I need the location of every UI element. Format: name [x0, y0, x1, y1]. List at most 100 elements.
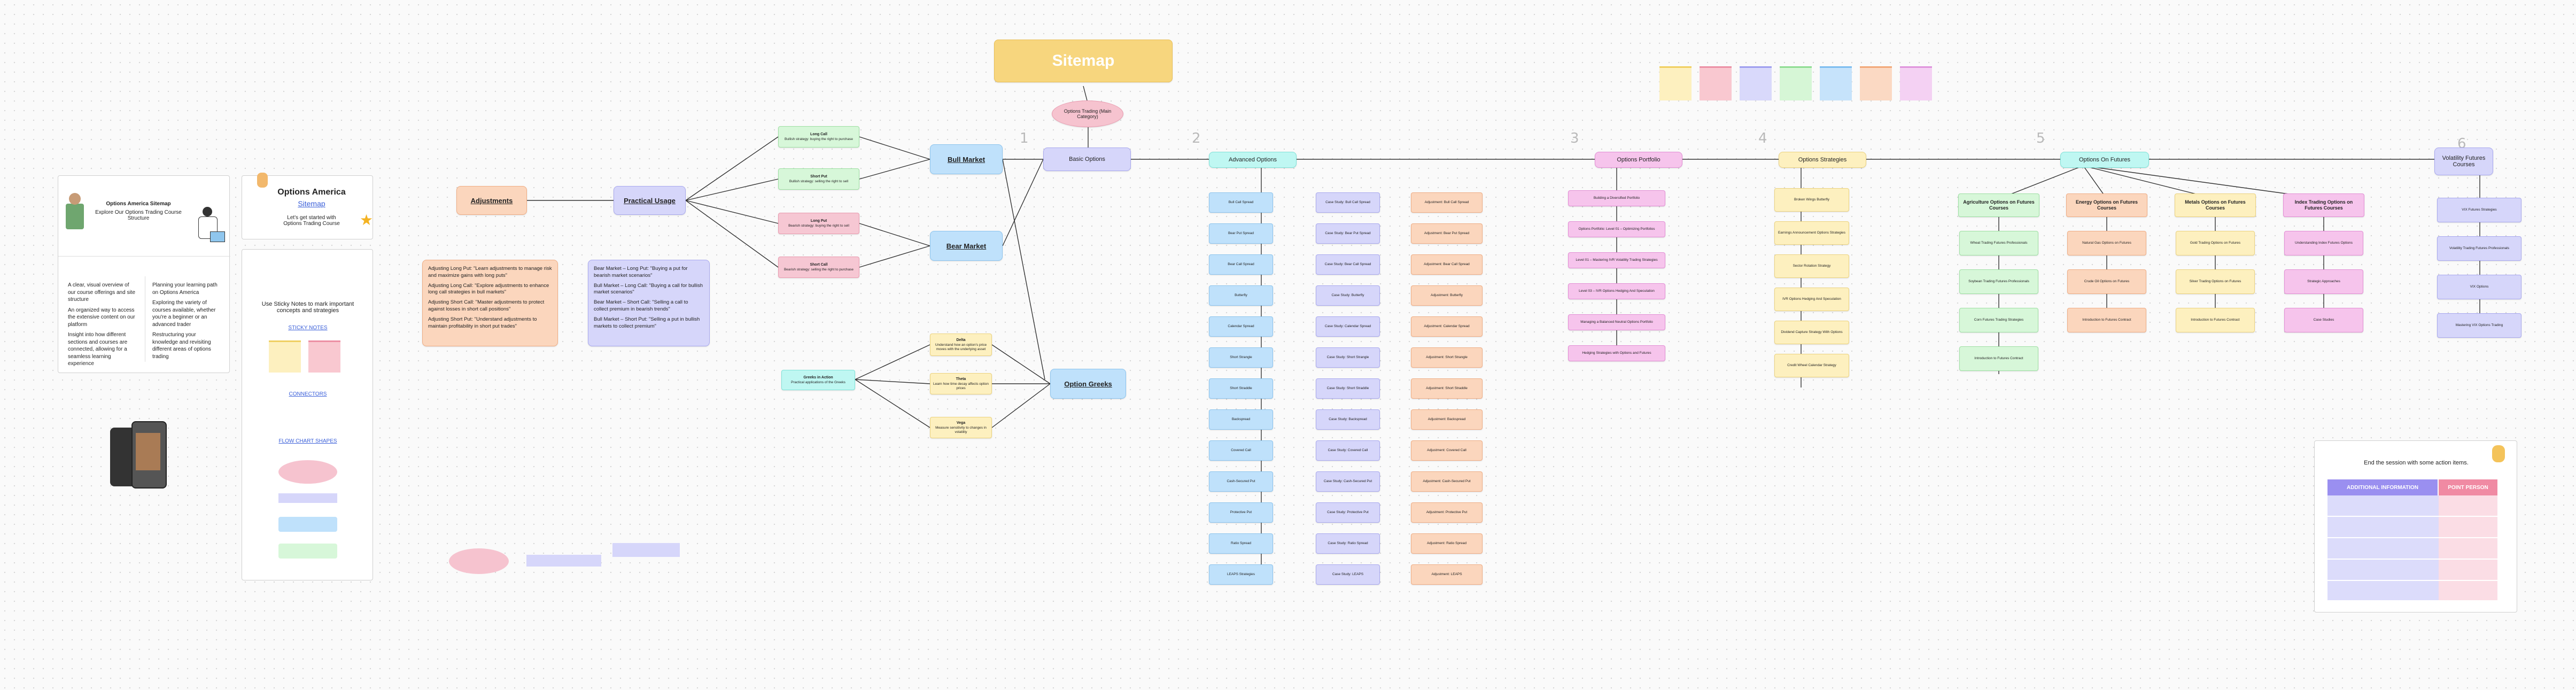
advanced-strategy-node[interactable]: Bear Call Spread	[1209, 254, 1273, 275]
futures-course-node[interactable]: Introduction to Futures Contract	[1959, 346, 2038, 371]
advanced-options-node[interactable]: Advanced Options	[1209, 152, 1297, 168]
adjustments-node[interactable]: Adjustments	[456, 186, 527, 215]
adjustment-node[interactable]: Adjustment: Protective Put	[1411, 502, 1483, 523]
adjustment-node[interactable]: Adjustment: Cash-Secured Put	[1411, 471, 1483, 492]
advanced-strategy-node[interactable]: Protective Put	[1209, 502, 1273, 523]
futures-course-node[interactable]: Strategic Approaches	[2284, 269, 2363, 294]
advanced-strategy-node[interactable]: Ratio Spread	[1209, 533, 1273, 554]
futures-course-node[interactable]: Corn Futures Trading Strategies	[1959, 308, 2038, 332]
advanced-strategy-node[interactable]: Bear Put Spread	[1209, 223, 1273, 244]
rect-shape[interactable]	[278, 544, 337, 559]
advanced-strategy-node[interactable]: Butterfly	[1209, 285, 1273, 306]
advanced-strategy-node[interactable]: Calendar Spread	[1209, 316, 1273, 337]
sticky-note[interactable]	[1780, 66, 1812, 100]
case-study-node[interactable]: Case Study: Backspread	[1316, 409, 1380, 430]
strategy-item-node[interactable]: Credit Wheel Calendar Strategy	[1774, 354, 1849, 377]
adjustment-node[interactable]: Adjustment: Butterfly	[1411, 285, 1483, 306]
sticky-note[interactable]	[1900, 66, 1932, 100]
bull-market-node[interactable]: Bull Market	[930, 144, 1003, 174]
adjustment-node[interactable]: Adjustment: Backspread	[1411, 409, 1483, 430]
case-study-node[interactable]: Case Study: Bear Put Spread	[1316, 223, 1380, 244]
agriculture-futures-node[interactable]: Agriculture Options on Futures Courses	[1958, 193, 2039, 217]
portfolio-item-node[interactable]: Options Portfolio: Level 01 – Optimizing…	[1568, 221, 1665, 237]
case-study-node[interactable]: Case Study: Bull Call Spread	[1316, 192, 1380, 213]
volatility-futures-node[interactable]: Volatility Futures Courses	[2434, 148, 2493, 175]
volatility-item-node[interactable]: Volatility Trading Futures Professionals	[2437, 236, 2521, 261]
advanced-strategy-node[interactable]: Bull Call Spread	[1209, 192, 1273, 213]
case-study-node[interactable]: Case Study: LEAPS	[1316, 564, 1380, 585]
oval-shape[interactable]	[278, 460, 337, 484]
strategy-item-node[interactable]: Broken Wings Butterfly	[1774, 188, 1849, 212]
case-study-node[interactable]: Case Study: Calendar Spread	[1316, 316, 1380, 337]
portfolio-item-node[interactable]: Level 01 – Mastering IVR Volatility Trad…	[1568, 252, 1665, 268]
futures-course-node[interactable]: Introduction to Futures Contract	[2067, 308, 2146, 332]
rect-shape[interactable]	[526, 555, 601, 567]
futures-course-node[interactable]: Natural Gas Options on Futures	[2067, 231, 2146, 255]
rect-shape[interactable]	[278, 493, 337, 503]
option-greeks-node[interactable]: Option Greeks	[1050, 369, 1126, 399]
advanced-strategy-node[interactable]: Short Straddle	[1209, 378, 1273, 399]
advanced-strategy-node[interactable]: LEAPS Strategies	[1209, 564, 1273, 585]
futures-course-node[interactable]: Silver Trading Options on Futures	[2176, 269, 2255, 294]
sticky-note[interactable]	[1700, 66, 1732, 100]
futures-course-node[interactable]: Understanding Index Futures Options	[2284, 231, 2363, 255]
case-study-node[interactable]: Case Study: Cash-Secured Put	[1316, 471, 1380, 492]
adjustment-node[interactable]: Adjustment: Bear Call Spread	[1411, 254, 1483, 275]
volatility-item-node[interactable]: Mastering VIX Options Trading	[2437, 313, 2521, 338]
adjustment-node[interactable]: Adjustment: Short Strangle	[1411, 347, 1483, 368]
oval-shape[interactable]	[449, 548, 509, 574]
portfolio-item-node[interactable]: Building a Diversified Portfolio	[1568, 190, 1665, 206]
sticky-note[interactable]	[1820, 66, 1852, 100]
case-study-node[interactable]: Case Study: Short Strangle	[1316, 347, 1380, 368]
sticky-note[interactable]	[1860, 66, 1892, 100]
case-study-node[interactable]: Case Study: Bear Call Spread	[1316, 254, 1380, 275]
strategy-item-node[interactable]: Dividend Capture Strategy With Options	[1774, 321, 1849, 344]
volatility-item-node[interactable]: VIX Futures Strategies	[2437, 198, 2521, 222]
strategy-item-node[interactable]: Earnings Announcement Options Strategies	[1774, 221, 1849, 245]
adjustment-node[interactable]: Adjustment: Calendar Spread	[1411, 316, 1483, 337]
bear-market-node[interactable]: Bear Market	[930, 231, 1003, 261]
sticky-note[interactable]	[308, 340, 340, 373]
adjustment-node[interactable]: Adjustment: Bear Put Spread	[1411, 223, 1483, 244]
index-futures-node[interactable]: Index Trading Options on Futures Courses	[2283, 193, 2364, 217]
futures-course-node[interactable]: Gold Trading Options on Futures	[2176, 231, 2255, 255]
options-strategies-node[interactable]: Options Strategies	[1779, 152, 1866, 168]
advanced-strategy-node[interactable]: Backspread	[1209, 409, 1273, 430]
basic-options-node[interactable]: Basic Options	[1043, 148, 1131, 171]
volatility-item-node[interactable]: VIX Options	[2437, 275, 2521, 299]
options-on-futures-node[interactable]: Options On Futures	[2060, 152, 2149, 168]
sticky-note[interactable]	[1659, 66, 1692, 100]
portfolio-item-node[interactable]: Hedging Strategies with Options and Futu…	[1568, 345, 1665, 361]
futures-course-node[interactable]: Case Studies	[2284, 308, 2363, 332]
connectors-link[interactable]: CONNECTORS	[289, 391, 327, 397]
energy-futures-node[interactable]: Energy Options on Futures Courses	[2066, 193, 2147, 217]
adjustment-node[interactable]: Adjustment: Bull Call Spread	[1411, 192, 1483, 213]
strategy-item-node[interactable]: IVR Options Hedging And Speculation	[1774, 288, 1849, 311]
advanced-strategy-node[interactable]: Short Strangle	[1209, 347, 1273, 368]
metals-futures-node[interactable]: Metals Options on Futures Courses	[2175, 193, 2256, 217]
portfolio-item-node[interactable]: Level 03 – IVR Options Hedging And Specu…	[1568, 283, 1665, 299]
case-study-node[interactable]: Case Study: Short Straddle	[1316, 378, 1380, 399]
case-study-node[interactable]: Case Study: Ratio Spread	[1316, 533, 1380, 554]
brand-link[interactable]: Sitemap	[298, 199, 325, 208]
practical-usage-node[interactable]: Practical Usage	[614, 186, 686, 215]
rect-shape[interactable]	[612, 543, 680, 557]
adjustment-node[interactable]: Adjustment: Ratio Spread	[1411, 533, 1483, 554]
adjustment-node[interactable]: Adjustment: Short Straddle	[1411, 378, 1483, 399]
futures-course-node[interactable]: Soybean Trading Futures Professionals	[1959, 269, 2038, 294]
advanced-strategy-node[interactable]: Cash-Secured Put	[1209, 471, 1273, 492]
futures-course-node[interactable]: Crude Oil Options on Futures	[2067, 269, 2146, 294]
strategy-item-node[interactable]: Sector Rotation Strategy	[1774, 254, 1849, 278]
root-node[interactable]: Options Trading (Main Category)	[1052, 100, 1123, 127]
flow-chart-shapes-link[interactable]: FLOW CHART SHAPES	[278, 438, 337, 444]
case-study-node[interactable]: Case Study: Protective Put	[1316, 502, 1380, 523]
sticky-note[interactable]	[1740, 66, 1772, 100]
advanced-strategy-node[interactable]: Covered Call	[1209, 440, 1273, 461]
futures-course-node[interactable]: Wheat Trading Futures Professionals	[1959, 231, 2038, 255]
portfolio-item-node[interactable]: Managing a Balanced Neutral Options Port…	[1568, 314, 1665, 330]
